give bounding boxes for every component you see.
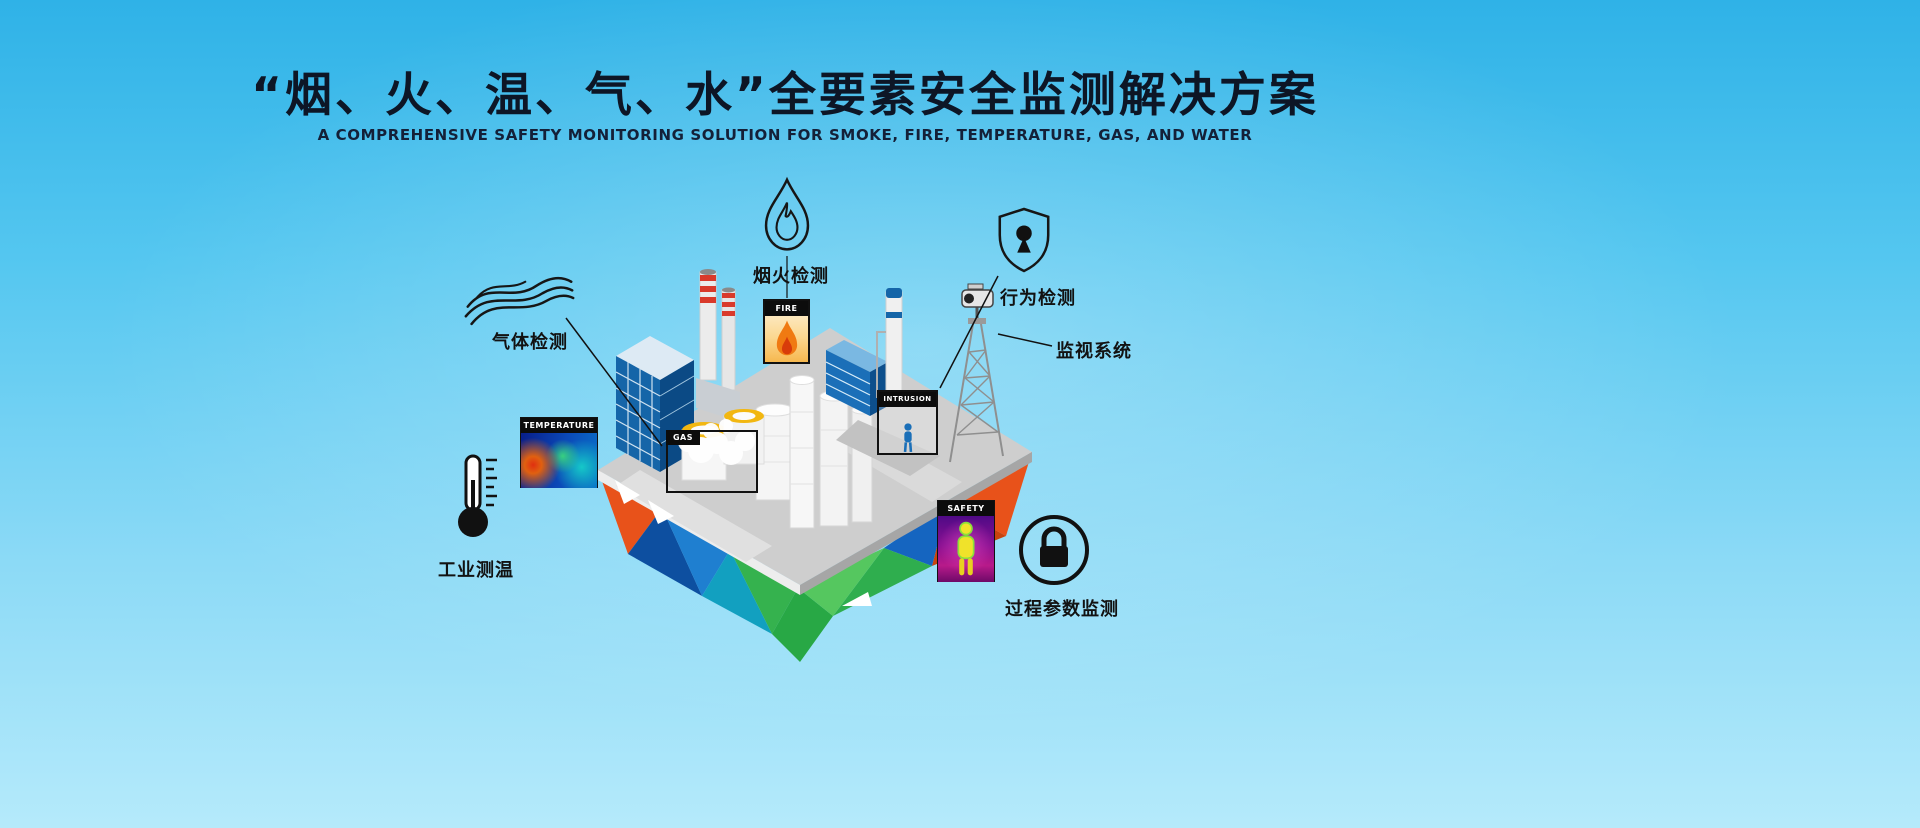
safety-tag: SAFETY <box>938 501 994 516</box>
process-column <box>836 288 940 476</box>
fire-image-body <box>765 316 808 364</box>
behavior-detection-label: 行为检测 <box>1000 288 1076 309</box>
temperature-thermal-image: TEMPERATURE <box>520 417 598 488</box>
chimneys <box>696 269 740 422</box>
gas-highlight-box: GAS <box>666 430 758 493</box>
intrusion-body <box>879 407 936 455</box>
gas-tag: GAS <box>666 430 700 445</box>
lock-circle-icon <box>1016 512 1092 588</box>
connector-lines <box>565 256 1053 447</box>
gas-detection-label: 气体检测 <box>492 332 568 353</box>
fire-tag: FIRE <box>765 301 808 316</box>
intrusion-tag: INTRUSION <box>879 392 936 407</box>
thermal-person-icon <box>957 521 975 576</box>
safety-image-body <box>938 516 994 582</box>
camera-lattice-tower <box>949 283 1004 463</box>
process-parameter-monitoring-label: 过程参数监测 <box>1005 599 1119 620</box>
thermometer-icon <box>450 452 502 540</box>
flame-image-icon <box>776 320 797 356</box>
page-subtitle: A COMPREHENSIVE SAFETY MONITORING SOLUTI… <box>317 126 1253 144</box>
gas-waves-icon <box>462 268 577 330</box>
page-title: “烟、火、温、气、水”全要素安全监测解决方案 <box>251 68 1319 123</box>
safety-thermal-image: SAFETY <box>937 500 995 582</box>
person-icon <box>903 423 912 453</box>
ptz-camera-icon <box>961 283 994 308</box>
surveillance-system-label: 监视系统 <box>1056 341 1132 362</box>
thermal-image-body <box>521 433 597 488</box>
shield-keyhole-icon <box>993 206 1055 274</box>
intrusion-highlight-box: INTRUSION <box>877 390 938 455</box>
industrial-temperature-label: 工业测温 <box>438 560 514 581</box>
fire-image-box: FIRE <box>763 299 810 364</box>
blue-warehouse <box>825 340 888 416</box>
flame-droplet-icon <box>755 176 819 256</box>
temperature-tag: TEMPERATURE <box>521 418 597 433</box>
smoke-fire-detection-label: 烟火检测 <box>753 266 829 287</box>
